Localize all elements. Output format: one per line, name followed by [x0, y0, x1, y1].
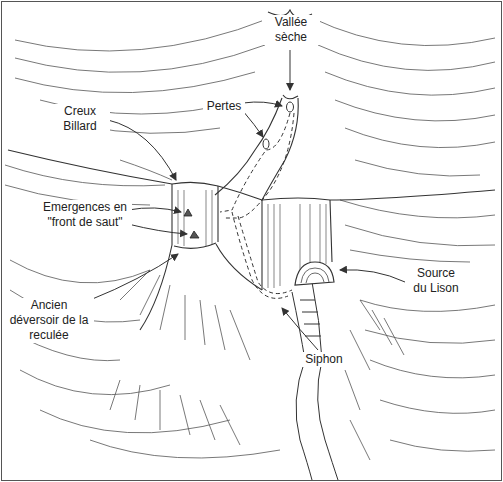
leader-arrows	[282, 308, 318, 350]
relief-outline	[8, 10, 495, 330]
leader-arrows	[90, 254, 178, 300]
emergences	[184, 209, 192, 216]
relief-outline	[140, 244, 262, 330]
cave-source	[295, 262, 334, 285]
plateau-hatching	[5, 18, 495, 262]
slope-hatching	[8, 260, 280, 458]
place-label: Source du Lison	[408, 266, 464, 296]
leader-arrows	[340, 270, 405, 282]
relief-outline	[283, 95, 298, 99]
losses	[287, 102, 294, 112]
slope-hatching	[345, 300, 404, 460]
callout-label: Pertes	[203, 99, 245, 114]
cave-source	[301, 268, 329, 283]
slope-hatching	[360, 300, 495, 451]
plateau-hatching	[312, 18, 495, 176]
conduits	[238, 216, 292, 294]
plateau-hatching	[15, 18, 270, 133]
river	[292, 282, 338, 480]
plateau-hatching	[340, 200, 495, 262]
leader-arrows	[108, 120, 176, 180]
place-label: Creux Billard	[50, 104, 110, 134]
relief-outline	[172, 184, 218, 248]
callout-label: Emergences en "front de saut"	[38, 200, 132, 230]
callout-label: Siphon	[300, 352, 348, 367]
plateau-hatching	[5, 160, 172, 205]
leader-arrows	[243, 102, 282, 106]
conduits	[220, 113, 294, 298]
slope-hatching	[8, 260, 495, 460]
leader-arrows	[243, 111, 263, 137]
place-label: Vallée sèche	[262, 15, 320, 45]
cliff-hatching	[178, 190, 212, 246]
river	[292, 292, 312, 480]
leader-arrows	[290, 50, 291, 90]
cave-source	[295, 262, 334, 285]
conduits	[225, 113, 294, 218]
conduits	[220, 113, 290, 212]
relief-outline	[8, 150, 218, 186]
leader-arrows	[90, 50, 405, 350]
river	[300, 300, 321, 336]
slope-hatching	[110, 270, 250, 445]
leader-arrows	[128, 224, 187, 234]
relief-outline	[218, 186, 495, 200]
relief-outline	[262, 98, 298, 200]
emergences	[190, 231, 199, 238]
losses	[263, 139, 269, 149]
callout-label: Ancien déversoir de la reculée	[4, 298, 94, 343]
leader-arrows	[128, 208, 181, 212]
